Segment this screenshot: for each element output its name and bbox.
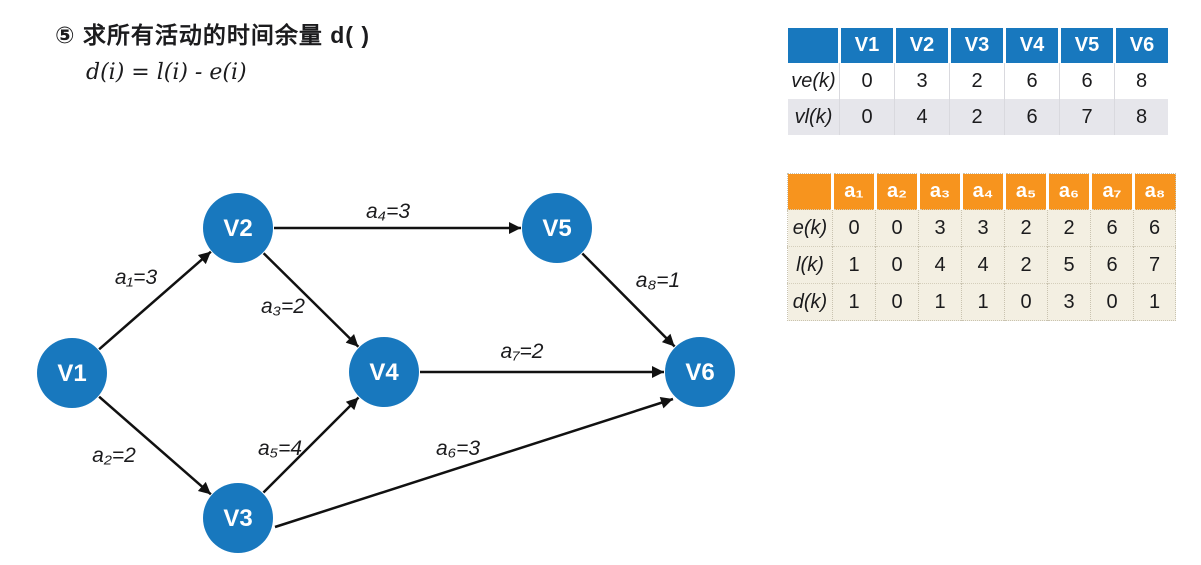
table-cell: 2 xyxy=(949,63,1005,99)
table-cell: 0 xyxy=(832,209,876,247)
table-cell: 4 xyxy=(918,246,962,284)
node-label-V1: V1 xyxy=(57,360,86,387)
table-header-cell: a₈ xyxy=(1133,173,1176,210)
table-header-cell: a₄ xyxy=(961,173,1006,210)
table-header-cell: V6 xyxy=(1114,28,1168,63)
graph-edge-V2-V4 xyxy=(262,252,360,348)
table-header-cell: a₆ xyxy=(1047,173,1092,210)
table-cell: 2 xyxy=(1047,209,1091,247)
table-header-cell: V3 xyxy=(949,28,1006,63)
table-header-cell: V4 xyxy=(1004,28,1061,63)
table-cell: 8 xyxy=(1114,99,1168,135)
table-cell: 7 xyxy=(1059,99,1115,135)
table-header-cell: V1 xyxy=(839,28,896,63)
table-cell: 7 xyxy=(1133,246,1176,284)
table-cell: 1 xyxy=(832,246,876,284)
node-label-V2: V2 xyxy=(223,215,252,242)
graph-node-V2 xyxy=(203,193,273,263)
node-label-V5: V5 xyxy=(542,215,571,242)
node-label-V3: V3 xyxy=(223,505,252,532)
table-cell: 1 xyxy=(961,283,1005,321)
table-cell: 8 xyxy=(1135,69,1148,92)
table-cell: 5 xyxy=(1047,246,1091,284)
table-cell: 0 xyxy=(839,99,895,135)
table-header-cell: a₇ xyxy=(1090,173,1135,210)
table-cell: 3 xyxy=(961,209,1005,247)
table-cell: 0 xyxy=(839,63,895,99)
table-cell: 0 xyxy=(875,209,919,247)
table-corner-cell xyxy=(787,173,834,210)
table-cell: 6 xyxy=(1059,63,1115,99)
node-label-V4: V4 xyxy=(369,359,399,386)
table-header-cell: V2 xyxy=(894,28,951,63)
graph-edge-V3-V4 xyxy=(262,396,360,494)
edge-label-V3-V6: a₆=3 xyxy=(436,437,480,460)
table-cell: 3 xyxy=(1047,283,1091,321)
edge-label-V4-V6: a₇=2 xyxy=(501,340,544,363)
table-header-cell: a₃ xyxy=(918,173,963,210)
table-header-cell: a₁ xyxy=(832,173,877,210)
graph-edge-V1-V2 xyxy=(98,250,212,351)
slide-title: ⑤ 求所有活动的时间余量 d( ) xyxy=(55,22,371,48)
edge-label-V2-V5: a₄=3 xyxy=(366,200,410,223)
graph-node-V3 xyxy=(203,483,273,553)
table-header-cell: V5 xyxy=(1059,28,1116,63)
table-cell: 0 xyxy=(1090,283,1134,321)
row-label: vl(k) xyxy=(788,99,840,135)
row-label: l(k) xyxy=(787,246,833,284)
edge-label-V2-V4: a₃=2 xyxy=(261,295,305,318)
row-label: e(k) xyxy=(787,209,833,247)
table-header-cell: a₅ xyxy=(1004,173,1049,210)
table-cell: 1 xyxy=(832,283,876,321)
table-cell: 3 xyxy=(894,63,950,99)
graph-node-V4 xyxy=(349,337,419,407)
node-label-V6: V6 xyxy=(685,359,714,386)
graph-node-V5 xyxy=(522,193,592,263)
edge-label-V1-V3: a₂=2 xyxy=(92,444,136,467)
table-cell: 6 xyxy=(1133,209,1176,247)
edge-label-V5-V6: a₈=1 xyxy=(636,269,680,292)
table-cell: 0 xyxy=(1004,283,1048,321)
table-cell: 6 xyxy=(1090,246,1134,284)
table-cell: 1 xyxy=(918,283,962,321)
graph-edge-V1-V3 xyxy=(98,395,212,496)
table-cell: 2 xyxy=(1004,209,1048,247)
table-cell: 0 xyxy=(875,246,919,284)
table-corner-cell xyxy=(788,28,841,63)
table-cell: 1 xyxy=(1133,283,1176,321)
graph-node-V1 xyxy=(37,338,107,408)
graph-node-V6 xyxy=(665,337,735,407)
table-cell: 6 xyxy=(1004,63,1060,99)
table-cell: 4 xyxy=(894,99,950,135)
slack-formula: d(i) = l(i) - e(i) xyxy=(86,60,247,85)
table-cell: 3 xyxy=(918,209,962,247)
row-label: d(k) xyxy=(787,283,833,321)
graph-edge-V5-V6 xyxy=(581,252,676,348)
table-header-cell: a₂ xyxy=(875,173,920,210)
graph-edge-V3-V6 xyxy=(274,396,674,529)
table-cell: 2 xyxy=(949,99,1005,135)
edge-label-V1-V2: a₁=3 xyxy=(115,266,158,289)
table-cell: 0 xyxy=(875,283,919,321)
row-label: ve(k) xyxy=(788,63,840,99)
table-cell: 4 xyxy=(961,246,1005,284)
table-cell: 6 xyxy=(1004,99,1060,135)
table-cell: 6 xyxy=(1090,209,1134,247)
edge-label-V3-V4: a₅=4 xyxy=(258,437,302,460)
table-cell: 2 xyxy=(1004,246,1048,284)
